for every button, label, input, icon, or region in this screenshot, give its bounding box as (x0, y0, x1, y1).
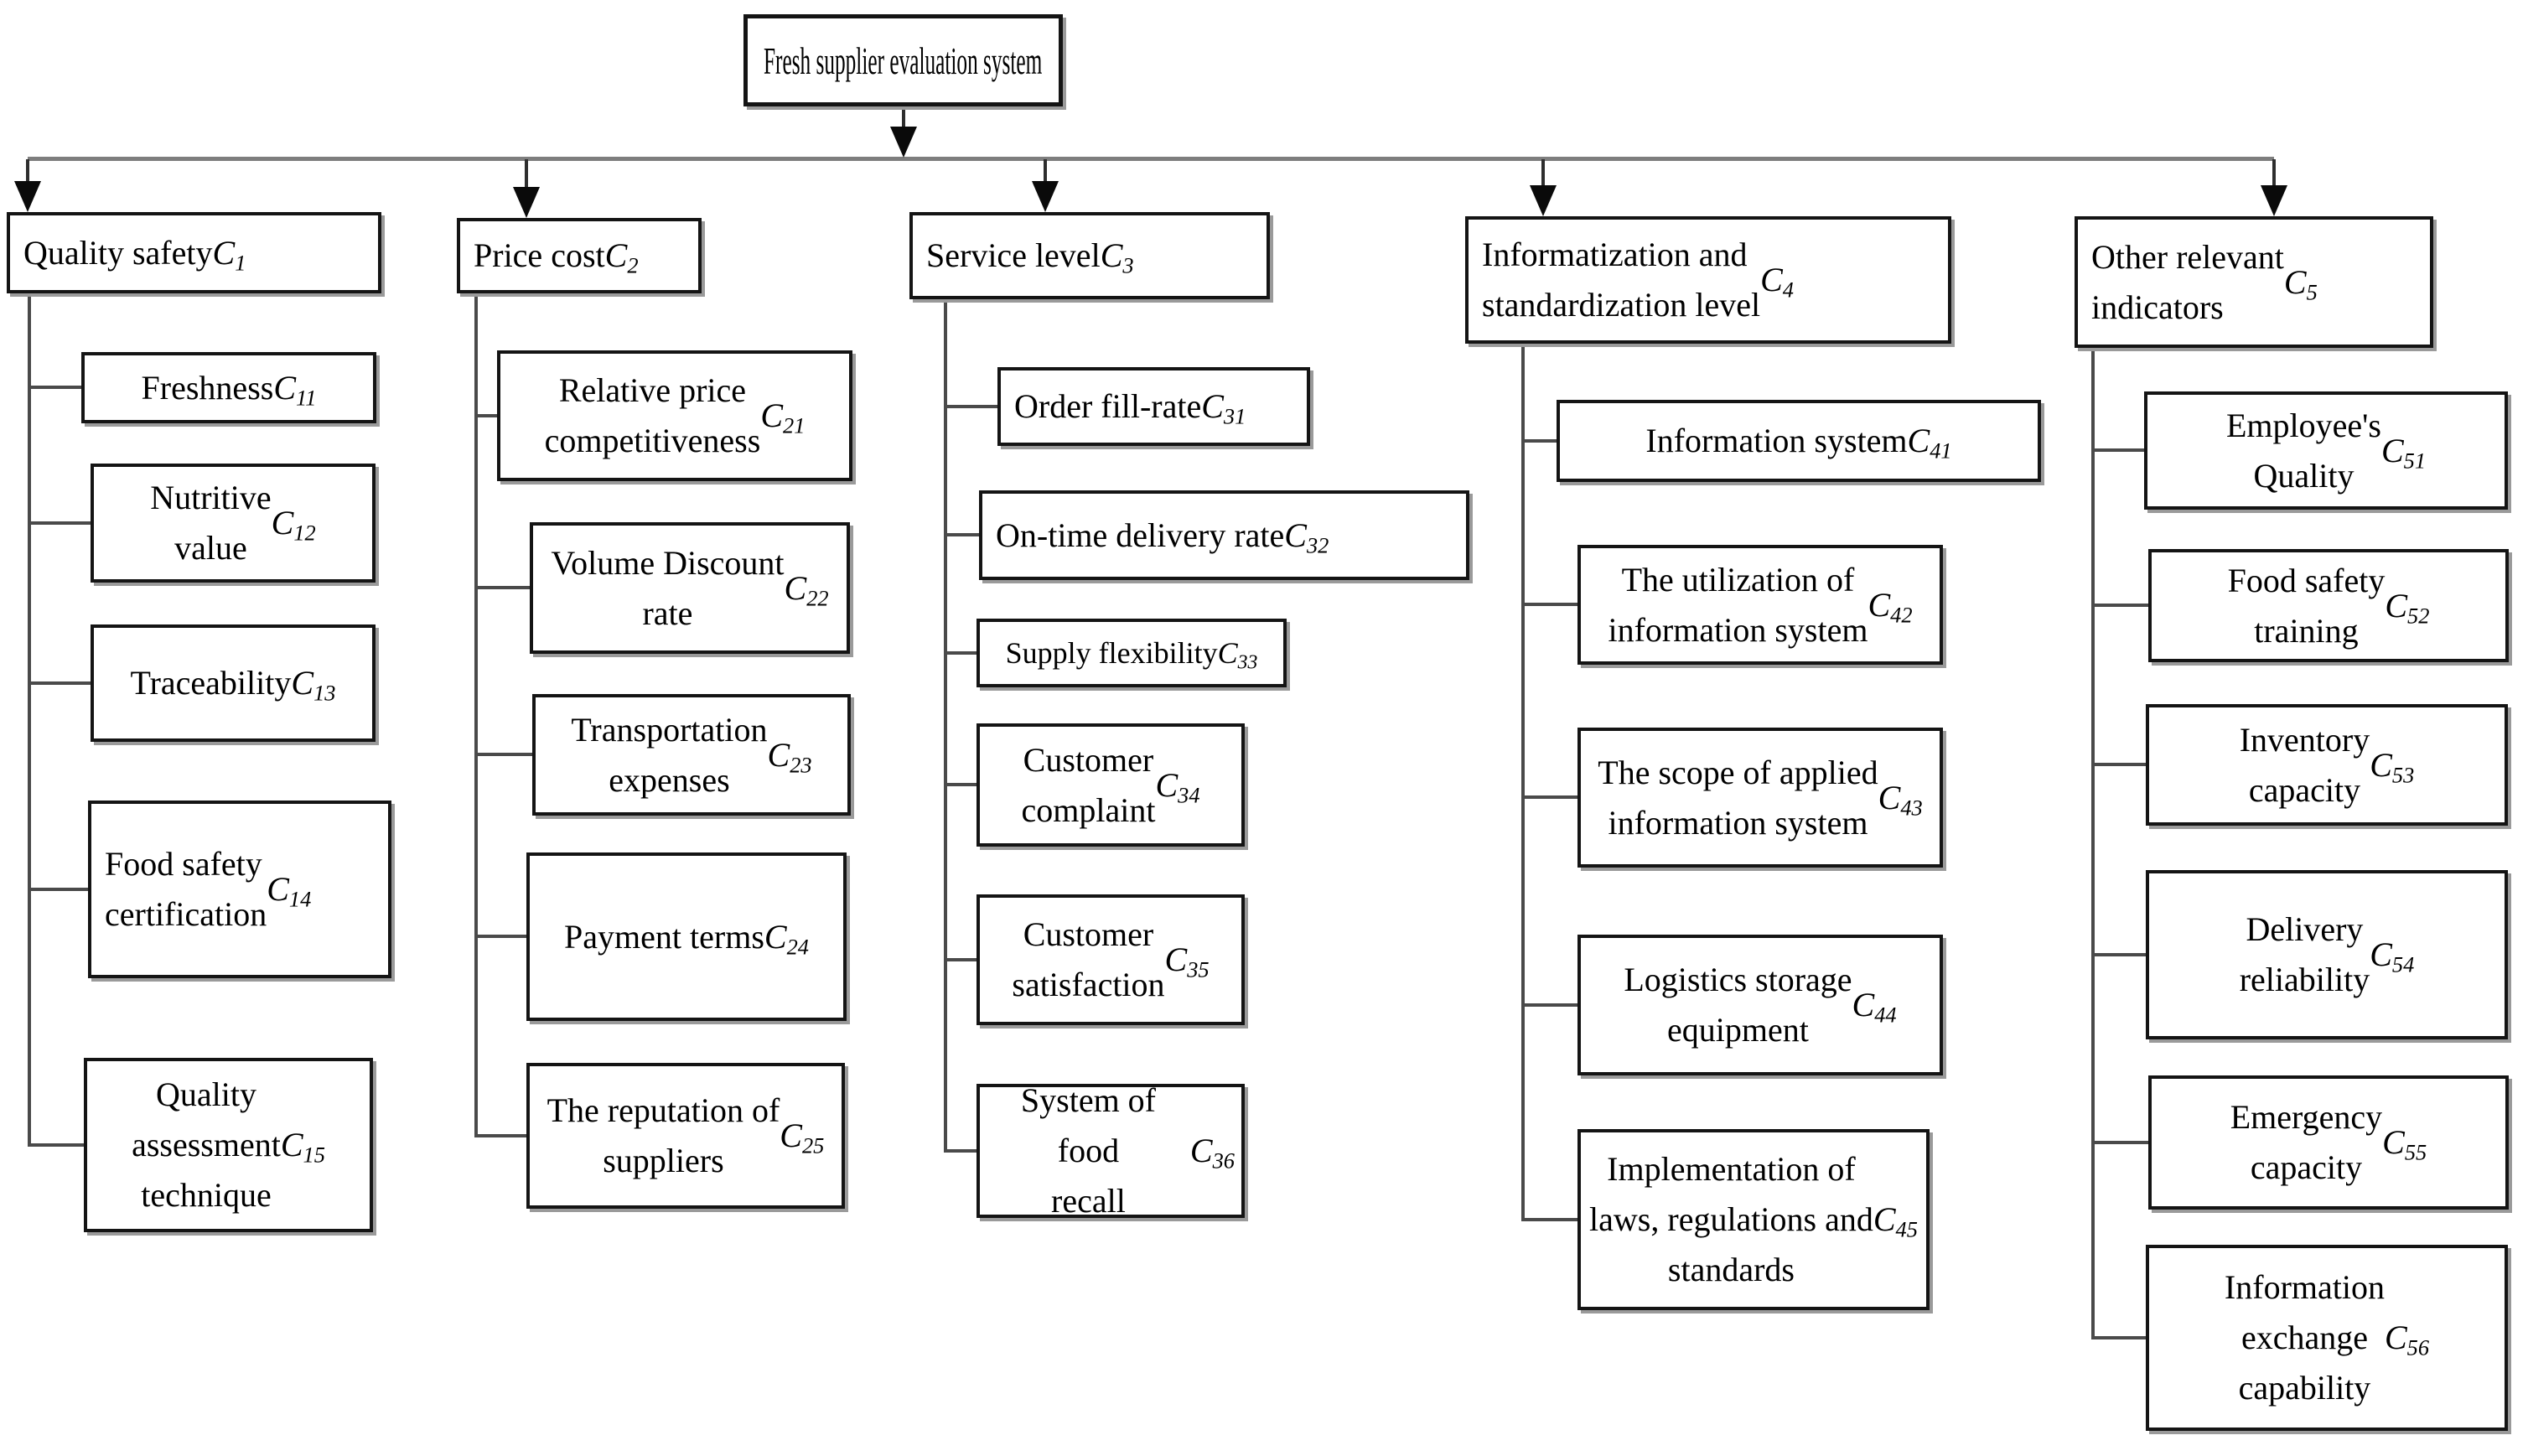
elbow-c34 (944, 783, 976, 786)
spine-line-c1 (28, 293, 31, 1145)
elbow-c11 (28, 386, 81, 389)
down-arrowhead-c4-icon (1530, 185, 1557, 216)
elbow-c51 (2091, 448, 2144, 452)
down-arrowhead-c3-icon (1032, 181, 1059, 212)
spine-line-c5 (2091, 348, 2095, 1338)
criterion-box-c32: On-time delivery rate C32 (979, 490, 1469, 580)
root-box: Fresh supplier evaluation system (743, 14, 1063, 106)
arrow-line-c3 (1044, 159, 1047, 181)
elbow-c56 (2091, 1336, 2146, 1339)
elbow-c31 (944, 405, 997, 408)
arrow-line-c5 (2272, 159, 2276, 185)
arrow-line-c4 (1541, 159, 1545, 185)
category-box-c3: Service level C3 (909, 212, 1270, 299)
elbow-c42 (1521, 603, 1577, 606)
elbow-c32 (944, 533, 979, 536)
elbow-c35 (944, 958, 976, 961)
down-arrowhead-c5-icon (2261, 185, 2287, 216)
spine-line-c4 (1521, 344, 1525, 1220)
elbow-c36 (944, 1149, 976, 1153)
category-box-c1: Quality safety C1 (7, 212, 381, 293)
down-arrowhead-c1-icon (14, 181, 41, 212)
elbow-c13 (28, 681, 91, 685)
elbow-c15 (28, 1143, 84, 1147)
elbow-c44 (1521, 1003, 1577, 1007)
elbow-c14 (28, 888, 88, 891)
category-box-c2: Price cost C2 (457, 218, 702, 293)
arrow-line-c1 (26, 159, 29, 181)
elbow-c41 (1521, 439, 1557, 443)
down-arrowhead-c2-icon (513, 187, 540, 218)
elbow-c33 (944, 651, 976, 655)
root-down-arrowhead-icon (890, 127, 917, 158)
spine-line-c2 (474, 293, 478, 1136)
root-box-label: Fresh supplier evaluation system (764, 39, 1043, 82)
arrow-line-c2 (525, 159, 528, 187)
elbow-c43 (1521, 795, 1577, 799)
elbow-c54 (2091, 953, 2146, 956)
elbow-c21 (474, 414, 497, 417)
criterion-box-c31: Order fill-rate C31 (997, 367, 1310, 446)
spine-line-c3 (944, 299, 947, 1151)
elbow-c25 (474, 1134, 526, 1137)
criterion-box-c41: Information system C41 (1557, 400, 2041, 482)
criterion-box-c33: Supply flexibility C33 (976, 619, 1287, 687)
elbow-c12 (28, 521, 91, 525)
criterion-box-c11: Freshness C11 (81, 352, 376, 423)
elbow-c45 (1521, 1218, 1577, 1221)
elbow-c55 (2091, 1141, 2148, 1144)
elbow-c52 (2091, 604, 2148, 607)
root-connector-line (902, 106, 905, 127)
level1-distribution-line (28, 157, 2274, 161)
elbow-c23 (474, 753, 532, 756)
elbow-c22 (474, 586, 530, 589)
elbow-c53 (2091, 763, 2146, 766)
elbow-c24 (474, 935, 526, 938)
